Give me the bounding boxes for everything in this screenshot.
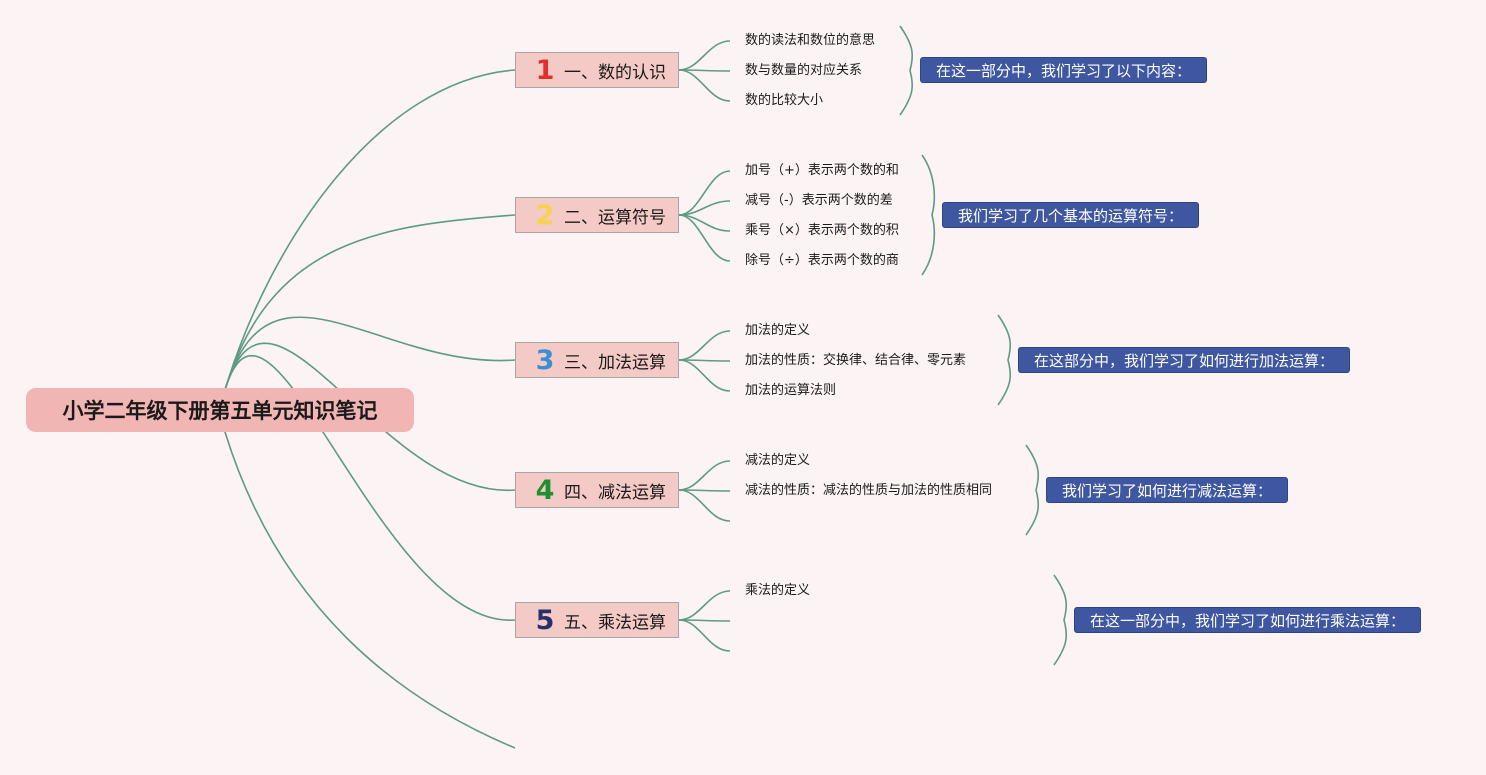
branch-label-2: 二、运算符号 xyxy=(564,207,666,228)
leaf-5-1[interactable]: 乘法的定义 xyxy=(745,583,811,598)
leaf-connector-4-1 xyxy=(678,460,731,491)
root-topic[interactable]: 小学二年级下册第五单元知识笔记 xyxy=(26,388,414,432)
branch-number-2: 2 xyxy=(535,199,555,231)
bracket-2 xyxy=(921,154,936,276)
branch-number-4: 4 xyxy=(535,474,555,506)
branch-number-1: 1 xyxy=(535,54,555,86)
leaf-connector-5-3 xyxy=(678,619,731,652)
branch-label-3: 三、加法运算 xyxy=(564,352,666,373)
leaf-connector-3-3 xyxy=(678,359,731,392)
leaf-2-4[interactable]: 除号（÷）表示两个数的商 xyxy=(745,253,899,268)
branch-label-1: 一、数的认识 xyxy=(564,62,666,83)
branch-topic-3[interactable]: 3 三、加法运算 xyxy=(515,342,679,378)
branch-number-3: 3 xyxy=(535,344,555,376)
branch-label-5: 五、乘法运算 xyxy=(564,612,666,633)
root-connector-3 xyxy=(224,316,516,391)
leaf-connector-5-1 xyxy=(678,590,731,621)
root-title: 小学二年级下册第五单元知识笔记 xyxy=(62,399,378,423)
root-connector-2 xyxy=(224,214,516,391)
branch-topic-2[interactable]: 2 二、运算符号 xyxy=(515,197,679,233)
branch-number-5: 5 xyxy=(535,604,555,636)
summary-5[interactable]: 在这一部分中，我们学习了如何进行乘法运算： xyxy=(1074,607,1422,633)
branch-topic-5[interactable]: 5 五、乘法运算 xyxy=(515,602,679,638)
leaf-1-3[interactable]: 数的比较大小 xyxy=(745,93,824,108)
root-connector-4 xyxy=(224,342,516,491)
leaf-3-1[interactable]: 加法的定义 xyxy=(745,323,811,338)
summary-4[interactable]: 我们学习了如何进行减法运算： xyxy=(1046,477,1289,503)
summary-2[interactable]: 我们学习了几个基本的运算符号： xyxy=(942,202,1200,228)
leaf-3-3[interactable]: 加法的运算法则 xyxy=(745,383,837,398)
leaf-connector-1-1 xyxy=(678,40,731,71)
leaf-4-2[interactable]: 减法的性质：减法的性质与加法的性质相同 xyxy=(745,483,993,498)
bracket-5 xyxy=(1053,574,1068,666)
bracket-4 xyxy=(1025,444,1040,536)
leaf-connector-1-3 xyxy=(678,69,731,102)
leaf-1-1[interactable]: 数的读法和数位的意思 xyxy=(745,33,876,48)
leaf-connector-2-1 xyxy=(678,170,731,216)
leaf-connector-3-1 xyxy=(678,330,731,361)
branch-label-4: 四、减法运算 xyxy=(564,482,666,503)
leaf-1-2[interactable]: 数与数量的对应关系 xyxy=(745,63,863,78)
leaf-2-2[interactable]: 减号（-）表示两个数的差 xyxy=(745,193,893,208)
branch-topic-4[interactable]: 4 四、减法运算 xyxy=(515,472,679,508)
summary-3[interactable]: 在这部分中，我们学习了如何进行加法运算： xyxy=(1018,347,1351,373)
root-connector-1 xyxy=(224,69,516,391)
bracket-3 xyxy=(997,314,1012,406)
leaf-2-3[interactable]: 乘号（×）表示两个数的积 xyxy=(745,223,899,238)
leaf-3-2[interactable]: 加法的性质：交换律、结合律、零元素 xyxy=(745,353,967,368)
summary-1[interactable]: 在这一部分中，我们学习了以下内容： xyxy=(920,57,1208,83)
bracket-1 xyxy=(899,25,914,116)
root-connector-extra xyxy=(224,431,516,749)
branch-topic-1[interactable]: 1 一、数的认识 xyxy=(515,52,679,88)
leaf-connector-2-4 xyxy=(678,214,731,262)
leaf-connector-4-3 xyxy=(678,489,731,522)
leaf-4-1[interactable]: 减法的定义 xyxy=(745,453,811,468)
root-connector-5 xyxy=(224,355,516,621)
leaf-2-1[interactable]: 加号（+）表示两个数的和 xyxy=(745,163,899,178)
